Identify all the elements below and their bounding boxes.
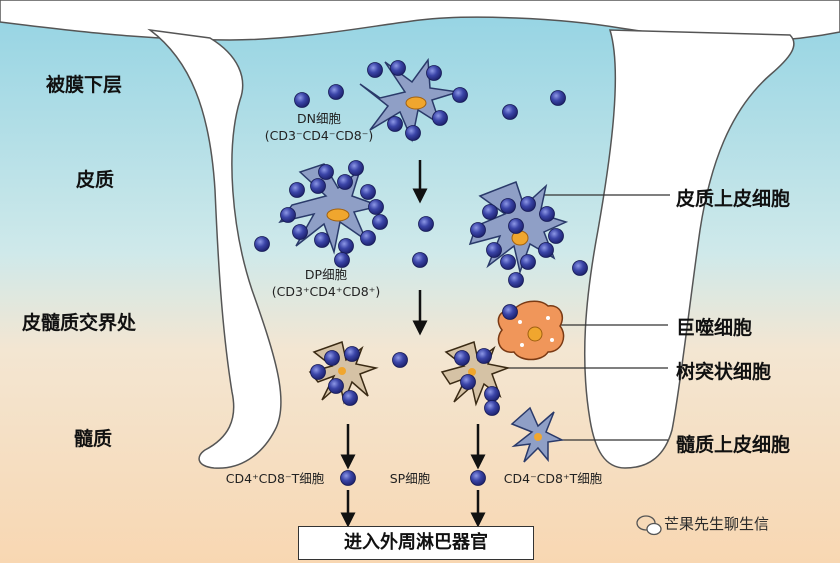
thymocyte [310, 178, 326, 194]
thymocyte [460, 374, 476, 390]
medullary-epithelial-cell [510, 406, 565, 463]
watermark: 芒果先生聊生信 [664, 515, 770, 533]
thymocyte [387, 116, 403, 132]
thymocyte [342, 390, 358, 406]
thymocyte [368, 199, 384, 215]
thymocyte [328, 378, 344, 394]
thymocyte [454, 350, 470, 366]
thymocyte [452, 87, 468, 103]
right-septum [583, 29, 795, 469]
destination-box: 进入外周淋巴器官 [298, 526, 534, 560]
thymocyte [254, 236, 270, 252]
thymocyte [470, 470, 486, 486]
thymocyte [392, 352, 408, 368]
thymocyte [360, 184, 376, 200]
thymocyte [338, 238, 354, 254]
thymocyte [390, 60, 406, 76]
label-medullary-epithelial: 髓质上皮细胞 [676, 434, 791, 456]
thymocyte [367, 62, 383, 78]
label-macrophage: 巨噬细胞 [676, 317, 753, 339]
thymocyte [328, 84, 344, 100]
dn-cell-phenotype: (CD3⁻CD4⁻CD8⁻) [264, 128, 374, 143]
thymocyte [539, 206, 555, 222]
thymocyte [508, 218, 524, 234]
thymocyte [484, 386, 500, 402]
thymocyte [572, 260, 588, 276]
thymocyte [548, 228, 564, 244]
thymocyte [337, 174, 353, 190]
thymocyte [405, 125, 421, 141]
thymocyte [486, 242, 502, 258]
zone-label-medulla: 髓质 [74, 428, 113, 450]
thymocyte [476, 348, 492, 364]
thymocyte [372, 214, 388, 230]
thymocyte [360, 230, 376, 246]
dn-cell-title: DN细胞 [297, 111, 341, 126]
thymocyte [292, 224, 308, 240]
zone-label-corticomedullary: 皮髓质交界处 [22, 312, 137, 334]
thymocyte [482, 204, 498, 220]
thymocyte [314, 232, 330, 248]
dp-cell-label: DP细胞 (CD3⁺CD4⁺CD8⁺) [256, 266, 396, 300]
cd4-sp-label: CD4⁺CD8⁻T细胞 [225, 471, 325, 486]
zone-label-cortex: 皮质 [76, 169, 115, 191]
thymocyte [500, 198, 516, 214]
thymocyte [432, 110, 448, 126]
thymocyte [324, 350, 340, 366]
thymocyte [426, 65, 442, 81]
thymocyte [502, 304, 518, 320]
dn-epithelial-cell [359, 57, 459, 143]
thymocyte [470, 222, 486, 238]
thymocyte [550, 90, 566, 106]
left-septum [147, 28, 282, 469]
dp-cell-phenotype: (CD3⁺CD4⁺CD8⁺) [271, 284, 381, 299]
thymocyte [294, 92, 310, 108]
sp-cell-label: SP细胞 [389, 471, 431, 486]
thymocyte [520, 196, 536, 212]
zone-label-subcapsular: 被膜下层 [46, 74, 123, 96]
thymocyte [500, 254, 516, 270]
thymocyte [418, 216, 434, 232]
thymocyte [344, 346, 360, 362]
cd8-sp-label: CD4⁻CD8⁺T细胞 [503, 471, 603, 486]
thymocyte [280, 207, 296, 223]
thymocyte [289, 182, 305, 198]
thymocyte [502, 104, 518, 120]
thymocyte [334, 252, 350, 268]
thymocyte [508, 272, 524, 288]
label-dendritic: 树突状细胞 [676, 361, 772, 383]
thymocyte [348, 160, 364, 176]
thymocyte [310, 364, 326, 380]
wechat-icon [636, 515, 662, 536]
thymocyte [538, 242, 554, 258]
thymocyte [412, 252, 428, 268]
thymocyte [484, 400, 500, 416]
dn-cell-label: DN细胞 (CD3⁻CD4⁻CD8⁻) [258, 110, 380, 144]
thymocyte [318, 164, 334, 180]
thymocyte [520, 254, 536, 270]
thymocytes-group [254, 60, 588, 486]
dp-cell-title: DP细胞 [304, 267, 348, 282]
label-cortical-epithelial: 皮质上皮细胞 [676, 188, 791, 210]
thymocyte [340, 470, 356, 486]
